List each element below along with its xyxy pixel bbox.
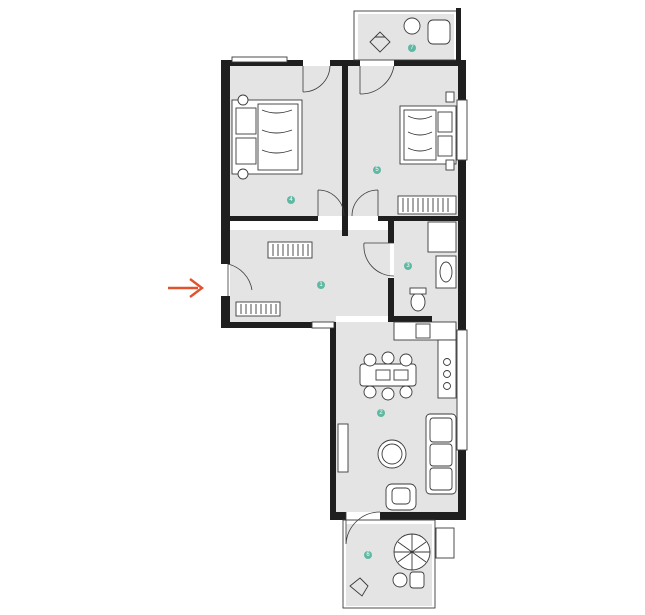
sofa xyxy=(425,413,457,495)
toilet xyxy=(410,292,426,312)
wall xyxy=(388,278,394,322)
badge-circle xyxy=(317,281,325,289)
wall xyxy=(342,66,348,236)
room-number: 3 xyxy=(406,263,410,269)
room-badges: 1 2 3 4 5 6 7 xyxy=(287,44,416,559)
bathroom-fixtures xyxy=(409,221,457,312)
walls xyxy=(221,8,468,609)
room-badge-5: 5 xyxy=(373,166,381,174)
wall xyxy=(221,60,303,66)
dining-set xyxy=(359,351,417,401)
badge-circle xyxy=(373,166,381,174)
tv-unit xyxy=(337,423,349,473)
wall xyxy=(456,8,461,64)
hall-shelf xyxy=(311,321,335,329)
room-number: 1 xyxy=(319,282,323,288)
balcony-6-furniture xyxy=(349,527,455,597)
door-entrance xyxy=(227,263,253,296)
badge-circle xyxy=(377,409,385,417)
badge-circle xyxy=(408,44,416,52)
wall xyxy=(330,512,346,520)
shower xyxy=(427,221,457,253)
balcony-6-outline xyxy=(342,519,436,609)
wall xyxy=(221,296,230,328)
wall xyxy=(388,221,394,243)
coffee-table xyxy=(377,439,407,469)
balcony-7-furniture xyxy=(369,17,451,53)
wall xyxy=(458,60,466,520)
room-number: 4 xyxy=(289,197,293,203)
badge-circle xyxy=(404,262,412,270)
room-badge-1: 1 xyxy=(317,281,325,289)
window xyxy=(456,329,468,451)
door-room-4 xyxy=(317,189,345,217)
wardrobe-room-4 xyxy=(267,241,313,259)
wall xyxy=(221,322,336,328)
room-number: 7 xyxy=(410,45,414,51)
room-number: 5 xyxy=(375,167,379,173)
badge-circle xyxy=(364,551,372,559)
wall xyxy=(330,60,360,66)
room-badge-6: 6 xyxy=(364,551,372,559)
wall xyxy=(388,316,432,322)
wall xyxy=(230,216,318,221)
wall xyxy=(380,512,466,520)
room-badge-3: 3 xyxy=(404,262,412,270)
room-badge-7: 7 xyxy=(408,44,416,52)
door-room-5 xyxy=(351,189,379,217)
wall xyxy=(394,60,464,66)
window xyxy=(456,99,468,161)
washbasin xyxy=(439,261,453,283)
wardrobe-hall xyxy=(235,301,281,317)
armchair xyxy=(385,483,417,511)
wall xyxy=(378,216,458,221)
wall xyxy=(221,60,230,236)
room-number: 2 xyxy=(379,410,383,416)
wardrobe-room-5 xyxy=(397,195,457,215)
wall xyxy=(221,236,230,264)
doors xyxy=(227,65,395,545)
room-badge-2: 2 xyxy=(377,409,385,417)
room-badge-4: 4 xyxy=(287,196,295,204)
window xyxy=(231,56,288,63)
arrow-right-icon xyxy=(168,278,204,298)
door-balcony-7 xyxy=(359,65,395,95)
room-number: 6 xyxy=(366,552,370,558)
badge-circle xyxy=(287,196,295,204)
furniture xyxy=(231,17,457,597)
double-bed-room-4 xyxy=(231,94,303,180)
door-top-4 xyxy=(302,65,331,93)
door-balcony-6 xyxy=(345,511,381,545)
wall xyxy=(330,322,336,520)
double-bed-room-5 xyxy=(399,91,457,171)
kitchen-unit xyxy=(393,321,457,399)
door-room-3 xyxy=(363,242,395,277)
